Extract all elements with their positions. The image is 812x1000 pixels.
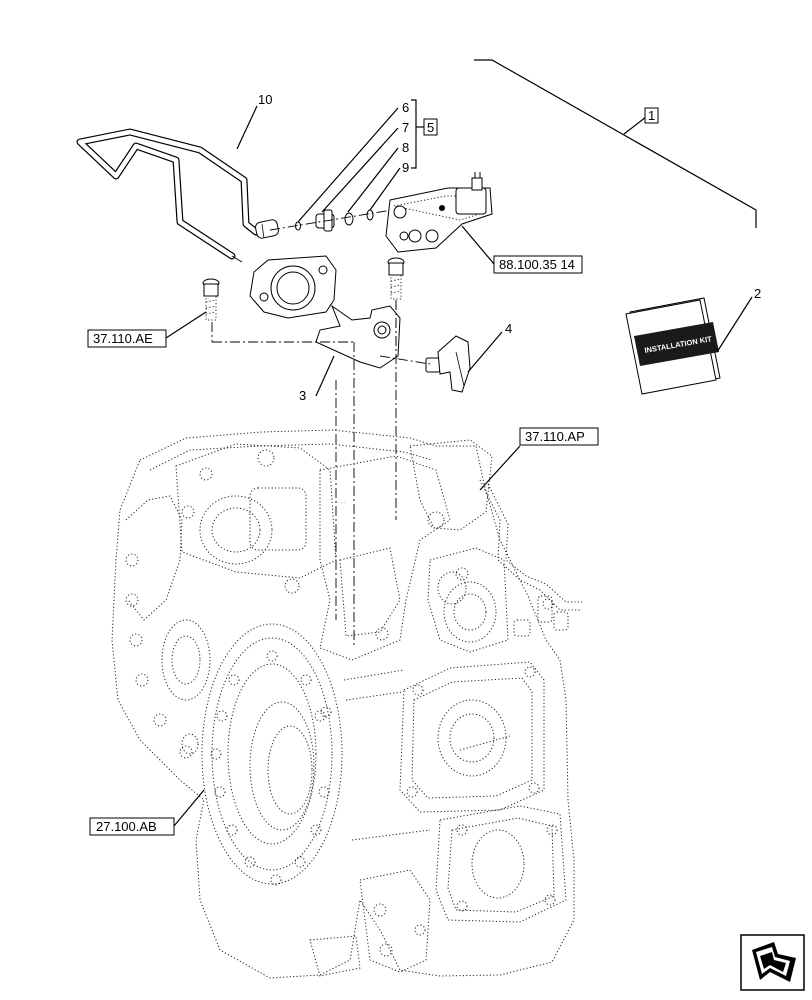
ref-27-100-ab-label: 27.100.AB xyxy=(96,819,157,834)
kit-bracket-line xyxy=(474,59,757,228)
ref-88-100-35-14-label: 88.100.35 14 xyxy=(499,257,575,272)
callout-6[interactable]: 6 xyxy=(402,100,409,115)
bolt-right[interactable] xyxy=(387,257,405,300)
callout-10[interactable]: 10 xyxy=(258,92,272,107)
callout-4[interactable]: 4 xyxy=(505,321,512,336)
assembly-centerlines xyxy=(211,300,431,648)
ref-88-100-35-14[interactable]: 88.100.35 14 xyxy=(493,255,583,274)
fitting-leader-lines xyxy=(297,99,424,223)
ref-37-110-ap[interactable]: 37.110.AP xyxy=(519,427,599,446)
installation-kit-document[interactable]: INSTALLATION KIT xyxy=(625,297,721,395)
pipe-10[interactable] xyxy=(76,128,279,263)
ref-37-110-ap-label: 37.110.AP xyxy=(525,429,585,444)
next-page-arrow-icon[interactable] xyxy=(740,934,805,991)
callout-1-label: 1 xyxy=(648,108,655,123)
callout-3[interactable]: 3 xyxy=(299,388,306,403)
fitting-parts[interactable] xyxy=(295,209,374,232)
valve-block[interactable] xyxy=(385,172,493,253)
callout-1[interactable]: 1 xyxy=(644,107,659,124)
bolt-left[interactable] xyxy=(202,278,220,321)
callout-5-label: 5 xyxy=(427,120,434,135)
svg-text:· · ·: · · · xyxy=(338,500,346,506)
ref-37-110-ae[interactable]: 37.110.AE xyxy=(87,329,167,348)
callout-8[interactable]: 8 xyxy=(402,140,409,155)
callout-9[interactable]: 9 xyxy=(402,160,409,175)
callout-2[interactable]: 2 xyxy=(754,286,761,301)
callout-5[interactable]: 5 xyxy=(423,118,438,136)
ref-37-110-ae-label: 37.110.AE xyxy=(93,331,153,346)
ref-27-100-ab[interactable]: 27.100.AB xyxy=(89,817,175,836)
sensor-4[interactable] xyxy=(425,335,471,393)
callout-7[interactable]: 7 xyxy=(402,120,409,135)
transmission-housing: · · · xyxy=(111,429,582,979)
mounting-bracket[interactable] xyxy=(249,255,401,369)
